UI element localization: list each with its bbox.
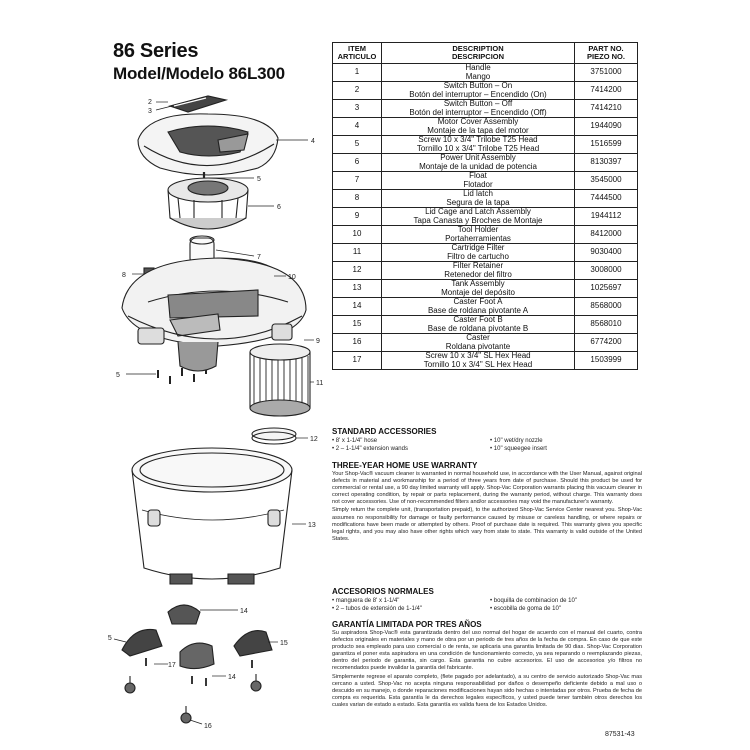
callout-16: 16 bbox=[204, 723, 212, 730]
callout-2: 2 bbox=[148, 99, 152, 106]
model-title: Model/Modelo 86L300 bbox=[113, 64, 285, 83]
handle-part bbox=[168, 95, 229, 113]
garantia-paragraph: Simplemente regrese el aparato completo,… bbox=[332, 673, 642, 708]
caster-foot-b-left bbox=[121, 628, 163, 657]
caster-foot-b-right bbox=[233, 630, 273, 657]
callout-9: 9 bbox=[316, 338, 320, 345]
garantia-section: GARANTÍA LIMITADA POR TRES AÑOS Su aspir… bbox=[332, 620, 642, 710]
garantia-heading: GARANTÍA LIMITADA POR TRES AÑOS bbox=[332, 620, 482, 629]
standard-accessories-section: STANDARD ACCESSORIES 8' x 1-1/4" hose 10… bbox=[332, 427, 642, 453]
callout-5-top: 5 bbox=[257, 176, 261, 183]
standard-accessories-list: 8' x 1-1/4" hose 10" wet/dry nozzle 2 – … bbox=[332, 437, 642, 453]
callout-11: 11 bbox=[316, 380, 323, 387]
callout-12: 12 bbox=[310, 436, 318, 443]
document-number: 87531-43 bbox=[605, 731, 635, 738]
header-description: DESCRIPTION DESCRIPCION bbox=[381, 42, 575, 64]
accesorios-list: manguera de 8' x 1-1/4" boquilla de comb… bbox=[332, 597, 642, 613]
callout-15-left: 15 bbox=[108, 635, 112, 642]
casters-part bbox=[124, 674, 262, 724]
list-item: manguera de 8' x 1-1/4" bbox=[332, 597, 484, 605]
filter-retainer-part bbox=[251, 427, 297, 445]
header-item: ITEM ARTICULO bbox=[332, 42, 382, 64]
list-item: boquilla de combinacion de 10" bbox=[490, 597, 642, 605]
callout-14-top: 14 bbox=[240, 608, 248, 615]
accesorios-section: ACCESORIOS NORMALES manguera de 8' x 1-1… bbox=[332, 587, 642, 613]
callout-4: 4 bbox=[311, 138, 315, 145]
callout-3: 3 bbox=[148, 108, 152, 115]
warranty-paragraph: Your Shop-Vac® vacuum cleaner is warrant… bbox=[332, 471, 642, 506]
callout-13: 13 bbox=[308, 522, 316, 529]
warranty-section: THREE-YEAR HOME USE WARRANTY Your Shop-V… bbox=[332, 461, 642, 544]
callout-6: 6 bbox=[277, 204, 281, 211]
callout-7: 7 bbox=[257, 254, 261, 261]
callout-5-lid: 5 bbox=[116, 372, 120, 379]
list-item: 2 – 1-1/4" extension wands bbox=[332, 445, 484, 453]
list-item: escobilla de goma de 10" bbox=[490, 605, 642, 613]
caster-foot-a-lower bbox=[179, 642, 215, 670]
standard-accessories-heading: STANDARD ACCESSORIES bbox=[332, 427, 437, 436]
parts-table: ITEM ARTICULO DESCRIPTION DESCRIPCION PA… bbox=[332, 42, 638, 370]
garantia-paragraph: Su aspiradora Shop-Vac® esta garantizada… bbox=[332, 630, 642, 672]
callout-10: 10 bbox=[288, 274, 296, 281]
caster-foot-a-part bbox=[167, 604, 201, 625]
motor-cover-part bbox=[137, 113, 279, 176]
callout-15-right: 15 bbox=[280, 640, 288, 647]
accesorios-heading: ACCESORIOS NORMALES bbox=[332, 587, 434, 596]
list-item: 10" squeegee insert bbox=[490, 445, 642, 453]
warranty-heading: THREE-YEAR HOME USE WARRANTY bbox=[332, 461, 478, 470]
exploded-parts-diagram: 2 3 4 5 6 7 8 10 9 5 11 12 13 14 15 15 1… bbox=[108, 95, 323, 730]
list-item: 2 – tubos de extensión de 1-1/4" bbox=[332, 605, 484, 613]
lid-part bbox=[121, 257, 307, 347]
tank-part bbox=[131, 447, 293, 585]
cartridge-filter-part bbox=[249, 343, 311, 417]
power-unit-part bbox=[167, 177, 249, 230]
list-item: 8' x 1-1/4" hose bbox=[332, 437, 484, 445]
list-item: 10" wet/dry nozzle bbox=[490, 437, 642, 445]
callout-14-lower: 14 bbox=[228, 674, 236, 681]
warranty-paragraph: Simply return the complete unit, (transp… bbox=[332, 507, 642, 542]
callout-17: 17 bbox=[168, 662, 176, 669]
screws-caster bbox=[145, 658, 253, 686]
parts-table-header: ITEM ARTICULO DESCRIPTION DESCRIPCION PA… bbox=[332, 42, 638, 64]
series-title: 86 Series bbox=[113, 40, 199, 62]
header-part-no: PART NO. PIEZO NO. bbox=[574, 42, 638, 64]
callout-8: 8 bbox=[122, 272, 126, 279]
